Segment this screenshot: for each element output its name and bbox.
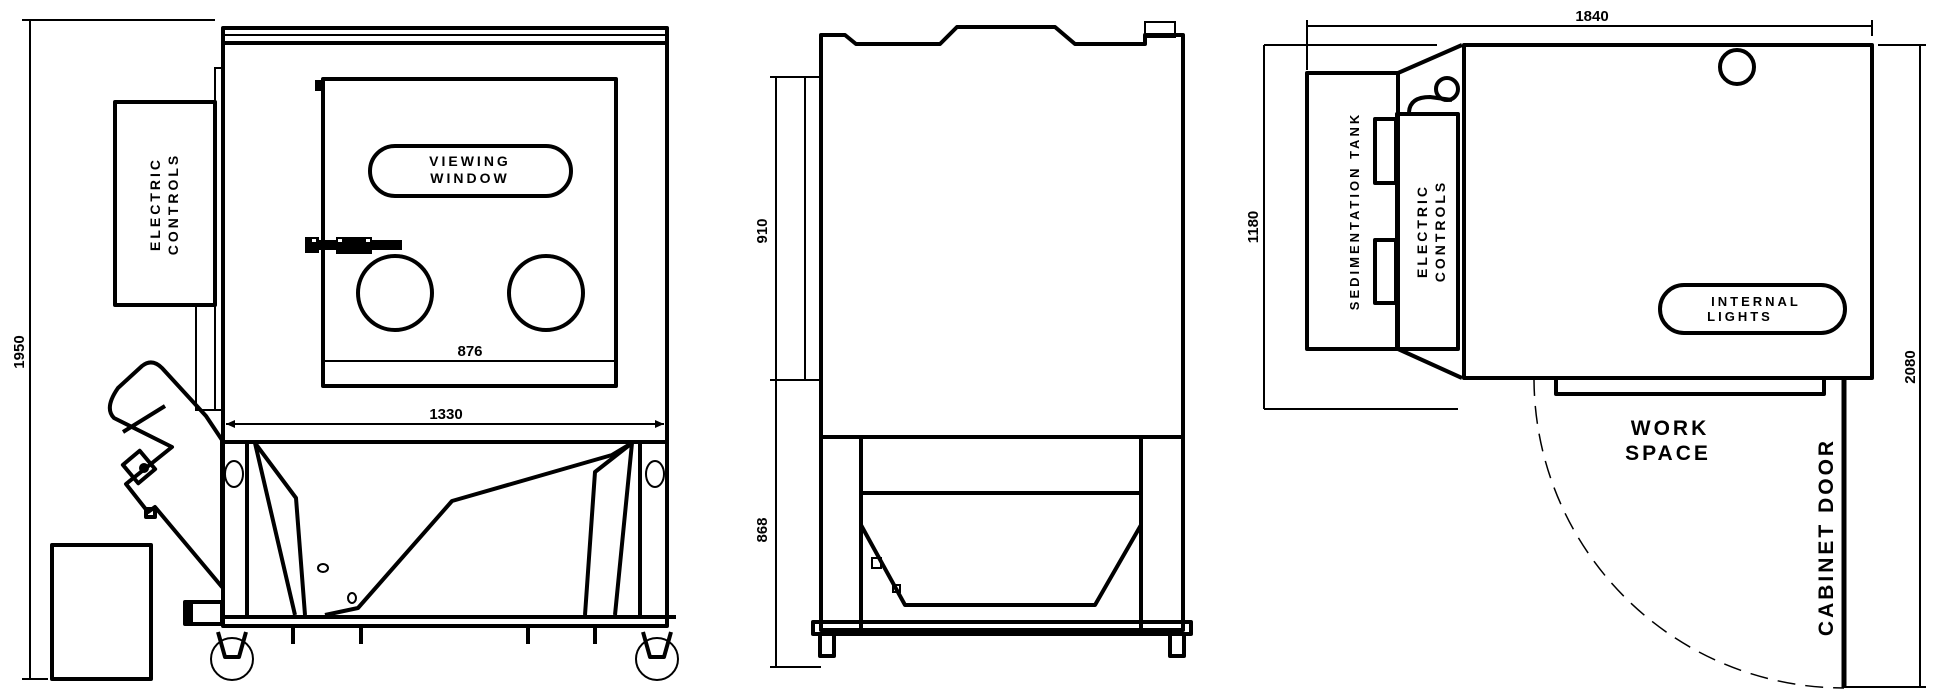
viewing-window-line2: WINDOW [430,170,509,186]
height-dimension: 1950 [11,19,215,680]
side-view: 910 868 [754,21,1193,668]
electric-controls-box: ELECTRIC CONTROLS [113,100,217,307]
plan-electric-controls: ELECTRIC CONTROLS [1395,76,1460,351]
door-swing-arc [1533,377,1845,689]
side-strip [804,76,822,381]
plan-electric-line2: CONTROLS [1432,180,1448,283]
plan-width-dimension: 1840 [1306,8,1873,70]
lower-frame [210,440,679,681]
work-space-line1: WORK [1631,417,1710,440]
cabinet-body [221,26,669,444]
width-dimension: 1330 [226,406,664,428]
door-width-dim-label: 876 [457,343,482,360]
cabinet-door-label: CABINET DOOR [1815,438,1838,636]
front-view: 1950 ELECTRIC CONTROLS VIEWING WINDOW 87… [11,19,679,681]
sedimentation-tank-label: SEDIMENTATION TANK [1347,112,1362,310]
upper-dim-label: 910 [754,218,771,243]
plan-overall-dim-label: 2080 [1902,350,1919,383]
plan-overall-dimension: 2080 [1842,44,1926,688]
side-body [819,25,1185,439]
viewing-window-line1: VIEWING [429,153,511,169]
top-vent [1144,21,1176,38]
glove-port-left [356,254,434,332]
sedimentation-tank: SEDIMENTATION TANK [1305,71,1400,351]
internal-lights-line2: LIGHTS [1707,309,1773,324]
collection-bin [50,543,153,681]
internal-lights-line1: INTERNAL [1711,294,1801,309]
plan-depth-dimension: 1180 [1245,44,1458,410]
side-bracket [195,304,216,411]
plan-depth-dim-label: 1180 [1245,211,1262,244]
glove-port-right [507,254,585,332]
side-frame [811,435,1193,658]
plan-width-dim-label: 1840 [1575,8,1608,25]
caster-left [210,631,254,681]
pump-motor [107,360,224,626]
plan-electric-line1: ELECTRIC [1414,184,1430,278]
work-bench [1554,376,1826,396]
viewing-window [368,144,573,198]
cabinet-door: VIEWING WINDOW 876 [305,77,618,388]
side-dimensions: 910 868 [754,76,821,668]
hinge-icon [315,80,323,91]
lower-dim-label: 868 [754,517,771,542]
port-circle [1718,48,1756,86]
door-latch-icon [305,237,402,254]
plan-view: 1840 1180 2080 SEDIMENTATION TANK [1245,8,1926,689]
work-space-line2: SPACE [1625,442,1711,465]
width-dim-label: 1330 [429,406,462,423]
electric-label-line2: CONTROLS [165,153,181,256]
height-dim-label: 1950 [11,335,28,368]
connector [1397,43,1463,380]
caster-right [635,631,679,681]
electric-label-line1: ELECTRIC [147,157,163,251]
internal-lights: INTERNAL LIGHTS [1658,283,1847,335]
